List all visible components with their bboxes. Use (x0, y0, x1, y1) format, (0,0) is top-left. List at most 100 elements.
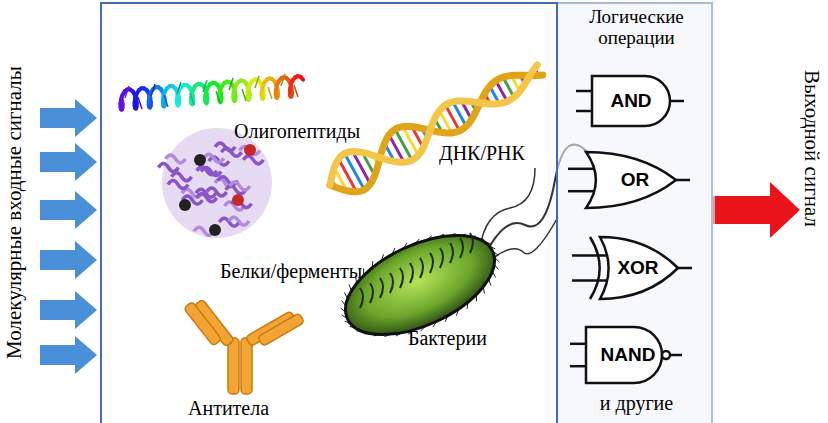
stroke (216, 91, 220, 103)
input-arrows (40, 99, 97, 374)
gate-label: AND (610, 90, 651, 112)
stroke (242, 89, 246, 101)
and-gate: AND (592, 76, 670, 126)
stroke (230, 182, 250, 190)
stroke (330, 75, 543, 192)
xor-arc (590, 237, 600, 299)
stroke (301, 77, 303, 80)
stroke (395, 129, 412, 160)
stroke (179, 199, 191, 211)
picture-caption: Антитела (188, 397, 269, 420)
picture-caption: Белки/ферменты (220, 260, 362, 283)
inverter-bubble (662, 351, 670, 359)
gate-wire (670, 353, 682, 356)
gate-wire (570, 364, 586, 367)
picture-caption: Бактерии (408, 327, 487, 350)
stroke (162, 128, 272, 238)
nand-gate: NAND (586, 327, 670, 383)
antibody-picture (184, 299, 305, 394)
stroke (229, 217, 249, 225)
stroke (345, 154, 365, 190)
stroke (410, 263, 413, 283)
stroke (480, 168, 535, 248)
stroke (190, 93, 194, 105)
stroke (229, 78, 233, 90)
gate-wire (576, 89, 592, 92)
stroke (164, 95, 168, 107)
oligopeptide-picture (120, 74, 303, 110)
picture-caption: Олигопептиды (234, 120, 360, 143)
stroke (390, 273, 393, 293)
gate-wire (572, 254, 609, 257)
stroke (194, 154, 206, 166)
stroke (255, 76, 259, 88)
stroke (380, 278, 383, 298)
stroke (197, 194, 217, 202)
stroke (177, 82, 181, 94)
stroke (244, 144, 256, 156)
input-arrow (40, 143, 97, 181)
panel-text: и другие (560, 392, 713, 415)
stroke (430, 253, 433, 273)
input-axis-label: Молекулярные входные сигналы (2, 66, 27, 359)
gate-wire (572, 279, 609, 282)
stroke (232, 194, 244, 206)
stroke (470, 233, 473, 253)
input-arrow (40, 241, 97, 279)
stroke (370, 283, 373, 303)
stroke (138, 97, 142, 109)
gate-wire (576, 109, 592, 112)
input-arrow (40, 99, 97, 137)
protein-picture (158, 128, 272, 238)
xor-gate: XOR (590, 237, 678, 299)
stroke (204, 154, 224, 162)
stroke (294, 85, 298, 97)
panel-text: Логические операции (560, 6, 713, 50)
stroke (125, 86, 129, 98)
stroke (215, 143, 235, 151)
stroke (450, 243, 453, 263)
stroke (400, 268, 403, 288)
gate-body (592, 76, 670, 126)
gate-body (586, 152, 676, 208)
stroke (165, 155, 185, 163)
picture-caption: ДНК/РНК (439, 142, 525, 165)
bacterium-picture (331, 144, 590, 355)
output-arrow (713, 182, 800, 238)
stroke (203, 80, 207, 92)
stroke (158, 163, 178, 171)
stroke (243, 156, 263, 164)
gate-wire (568, 167, 595, 170)
stroke (168, 181, 188, 189)
stroke (488, 217, 558, 262)
gate-wire (676, 178, 690, 181)
stroke (403, 127, 419, 156)
bacterium-body (331, 215, 510, 355)
stroke (207, 188, 227, 196)
input-arrow (40, 291, 97, 329)
gate-label: NAND (601, 344, 656, 366)
gate-label: OR (621, 169, 650, 191)
gate-body (586, 327, 662, 383)
gate-wire (570, 342, 586, 345)
gate-wire (568, 189, 595, 192)
stroke (151, 84, 155, 96)
input-arrow (40, 336, 97, 374)
stroke (330, 65, 537, 185)
stroke (268, 87, 272, 99)
stroke (460, 238, 463, 258)
stroke (360, 288, 363, 308)
stroke (440, 248, 443, 268)
gate-body (600, 237, 678, 299)
stroke (197, 167, 217, 175)
input-arrow (40, 191, 97, 229)
stroke (420, 258, 423, 278)
dna-picture (330, 65, 543, 192)
gate-label: XOR (617, 257, 658, 279)
gate-wire (678, 266, 692, 269)
or-gate: OR (586, 152, 676, 208)
stroke (209, 224, 221, 236)
logic-panel: Логические операции и другие AND OR XOR NAND (556, 2, 715, 423)
stroke (281, 74, 285, 86)
outer-box: ОлигопептидыДНК/РНК Белки/ферментыБактери… (100, 2, 713, 423)
